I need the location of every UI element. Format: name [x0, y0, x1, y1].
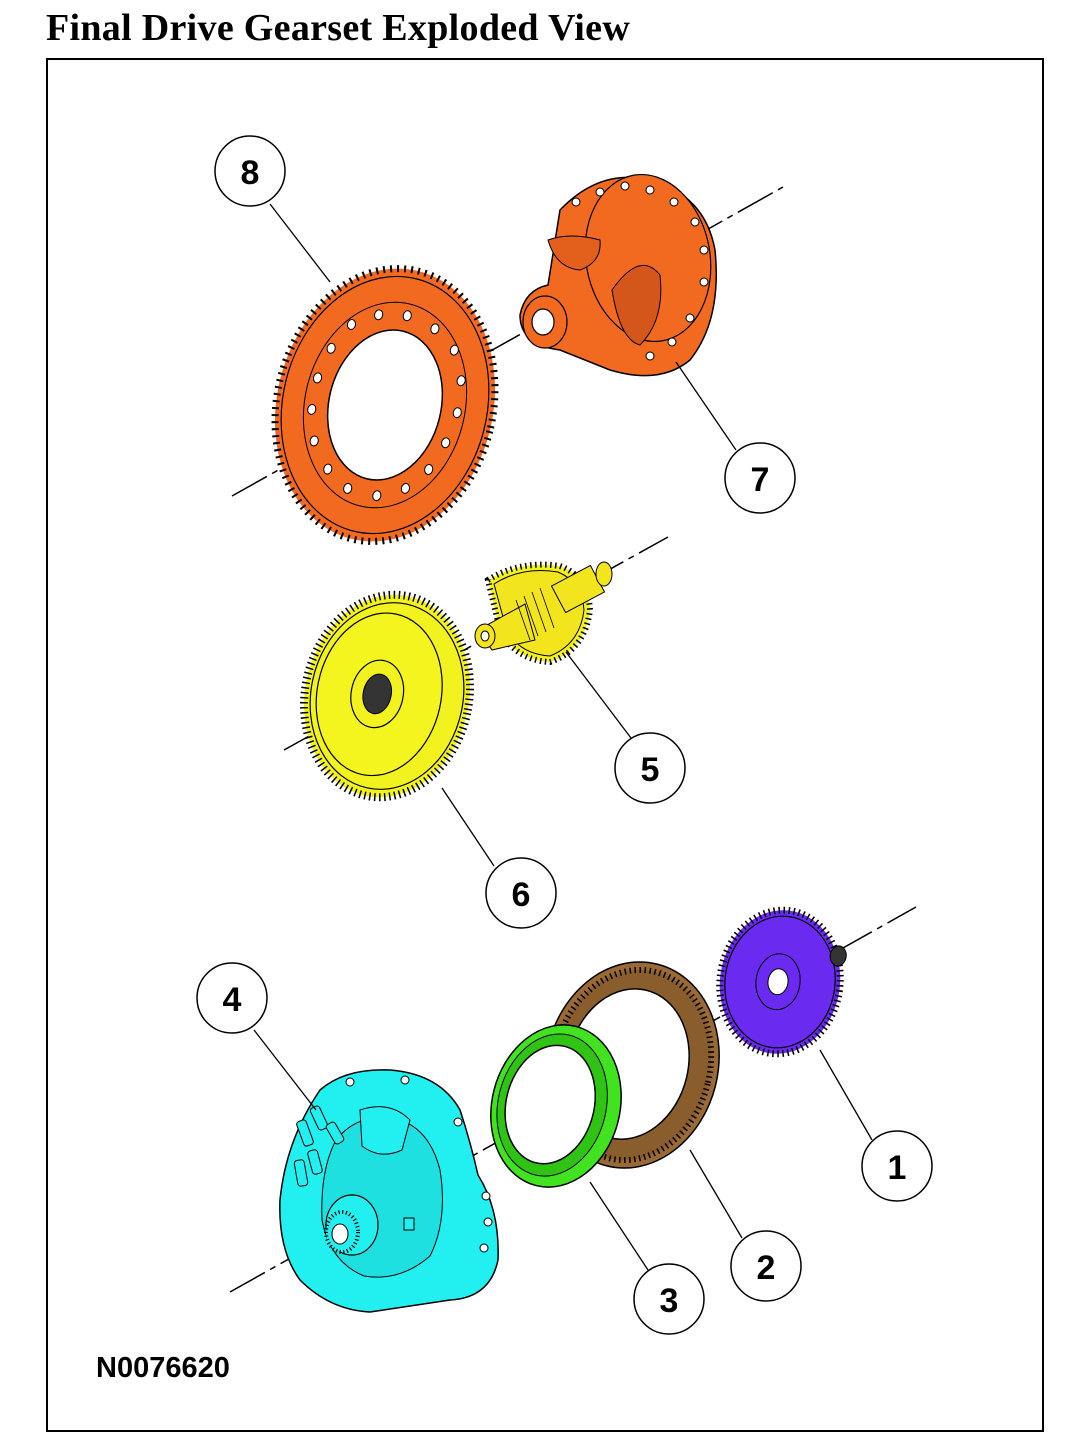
differential-case [519, 173, 718, 377]
callout-6: 6 [485, 857, 557, 929]
callout-3-label: 3 [660, 1282, 679, 1320]
callout-4-label: 4 [223, 981, 242, 1019]
carrier-gear-nut [829, 945, 847, 967]
callout-8: 8 [214, 135, 286, 207]
callout-7: 7 [724, 442, 796, 514]
diagram-frame [46, 58, 1044, 1432]
callout-6-label: 6 [512, 876, 531, 914]
leader-line-2 [689, 1149, 743, 1239]
leader-line-1 [819, 1049, 873, 1141]
bearing-ring [490, 1024, 622, 1188]
leader-line-7 [675, 361, 737, 451]
callout-5: 5 [614, 732, 686, 804]
leader-line-4 [253, 1029, 317, 1111]
carrier-gear-bore [767, 968, 789, 996]
ring-gear-bolt-holes [307, 309, 466, 502]
callout-1-label: 1 [888, 1149, 907, 1187]
ring-gear-bore [326, 329, 444, 481]
leader-lines [253, 203, 873, 1271]
leader-line-6 [441, 787, 495, 867]
page-title: Final Drive Gearset Exploded View [46, 7, 631, 49]
transaxle-housing [279, 1069, 499, 1313]
callout-8-label: 8 [241, 154, 260, 192]
callout-5-label: 5 [641, 751, 660, 789]
final-drive-ring-gear [271, 265, 499, 545]
callout-2: 2 [730, 1230, 802, 1302]
output-gear-bore [362, 673, 393, 715]
pinion-shaft [474, 561, 613, 666]
leader-line-3 [589, 1181, 649, 1271]
carrier-gear [716, 906, 847, 1058]
callout-4: 4 [196, 962, 268, 1034]
callout-2-label: 2 [757, 1249, 776, 1287]
leader-line-8 [269, 203, 331, 283]
leader-line-5 [565, 651, 635, 743]
callout-1: 1 [861, 1130, 933, 1202]
output-gear [300, 590, 474, 802]
bearing-ring-bore [504, 1044, 597, 1165]
callout-7-label: 7 [751, 461, 770, 499]
figure-id: N0076620 [96, 1352, 230, 1384]
callout-3: 3 [633, 1263, 705, 1335]
